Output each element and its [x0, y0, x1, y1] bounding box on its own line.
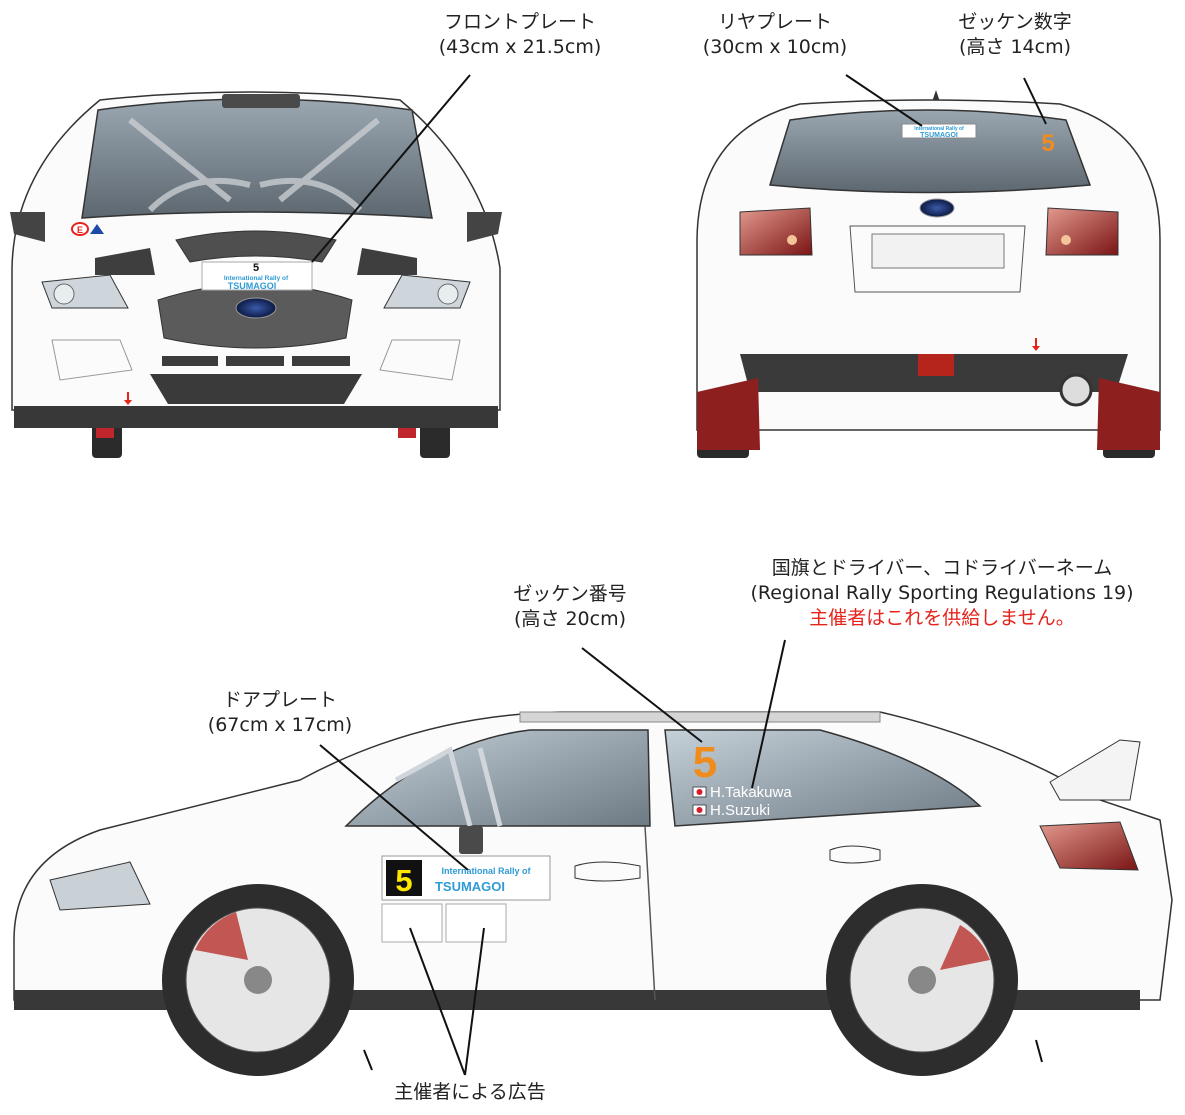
front-plate-event-line1: International Rally of	[224, 275, 289, 282]
rear-plate-size: (30cm x 10cm)	[702, 36, 848, 58]
front-plate-event-line2: TSUMAGOI	[228, 281, 277, 291]
leader-lines	[311, 74, 1047, 1076]
side-window-number: 5	[693, 738, 717, 787]
rear-number-title: ゼッケン数字	[958, 11, 1072, 33]
organizer-ads-label: 主催者による広告	[370, 1080, 570, 1105]
flags-names-notice: 主催者はこれを供給しません。	[809, 607, 1075, 629]
front-plate-title: フロントプレート	[443, 11, 596, 33]
rear-window-number: 5	[1041, 130, 1054, 157]
flags-names-label: 国旗とドライバー、コドライバーネーム (Regional Rally Sport…	[712, 556, 1172, 631]
front-plate-size: (43cm x 21.5cm)	[438, 36, 602, 58]
front-view-car	[10, 91, 502, 458]
rear-number-label: ゼッケン数字 (高さ 14cm)	[940, 10, 1090, 60]
rear-plate-label: リヤプレート (30cm x 10cm)	[690, 10, 860, 60]
codriver-name: H.Suzuki	[710, 802, 770, 819]
front-badge-letter: E	[77, 225, 83, 235]
front-plate-number: 5	[253, 262, 259, 274]
organizer-ads-title: 主催者による広告	[394, 1081, 546, 1103]
rear-plate-event-line1: International Rally of	[914, 126, 964, 132]
side-number-title: ゼッケン番号	[513, 583, 627, 605]
flags-names-title: 国旗とドライバー、コドライバーネーム	[771, 557, 1113, 579]
leader-side-number	[581, 647, 703, 743]
leader-flags-names	[751, 639, 786, 789]
flags-names-regulation: (Regional Rally Sporting Regulations 19)	[750, 582, 1134, 604]
side-number-label: ゼッケン番号 (高さ 20cm)	[480, 582, 660, 632]
leader-front-plate	[311, 74, 471, 263]
rear-plate-title: リヤプレート	[717, 11, 832, 33]
side-view-car	[13, 711, 1173, 1076]
side-number-size: (高さ 20cm)	[514, 608, 626, 630]
leader-rear-plate	[845, 74, 923, 127]
leader-ad-left	[409, 927, 466, 1076]
leader-ad-right	[464, 927, 485, 1076]
rear-view-car	[696, 90, 1161, 458]
door-plate-number: 5	[395, 863, 412, 898]
door-plate-label: ドアプレート (67cm x 17cm)	[180, 688, 380, 738]
door-plate-size: (67cm x 17cm)	[207, 714, 353, 736]
door-plate-event-line2: TSUMAGOI	[435, 879, 505, 894]
leader-tick-right	[1035, 1039, 1043, 1063]
leader-tick-left	[363, 1049, 373, 1071]
rear-number-size: (高さ 14cm)	[959, 36, 1071, 58]
front-plate-label: フロントプレート (43cm x 21.5cm)	[400, 10, 640, 60]
driver-name: H.Takakuwa	[710, 784, 792, 801]
rear-plate-event-line2: TSUMAGOI	[920, 132, 958, 139]
leader-rear-number	[1023, 77, 1047, 125]
leader-door-plate	[319, 744, 469, 871]
door-plate-event-line1: International Rally of	[441, 866, 531, 876]
door-plate-title: ドアプレート	[222, 689, 337, 711]
